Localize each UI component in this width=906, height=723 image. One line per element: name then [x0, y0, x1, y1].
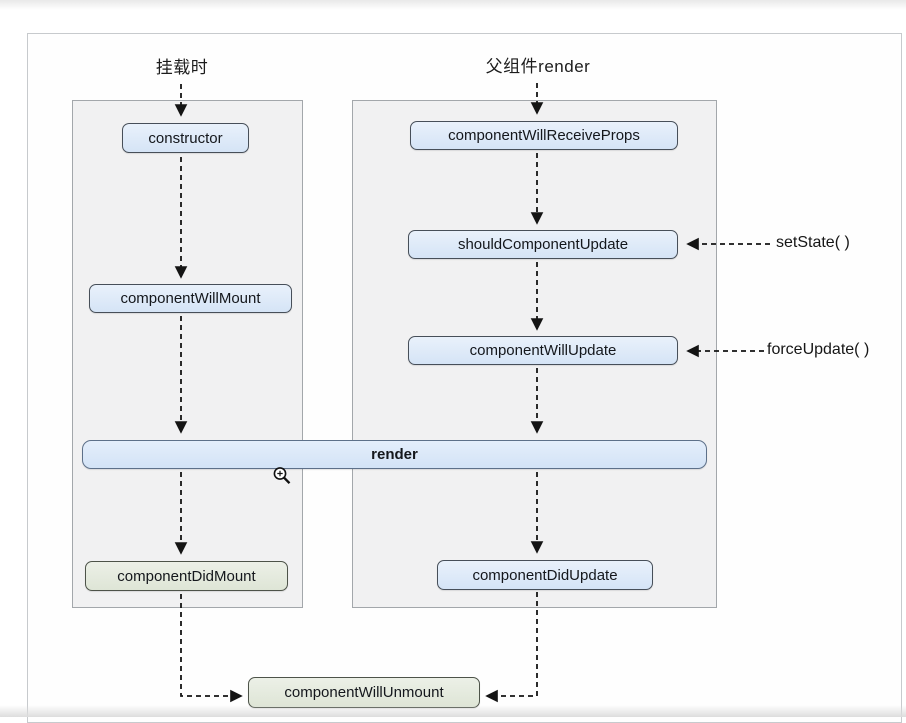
node-should-component-update: shouldComponentUpdate [408, 230, 678, 259]
node-component-did-mount: componentDidMount [85, 561, 288, 591]
node-component-will-receive-props: componentWillReceiveProps [410, 121, 678, 150]
forceupdate-annotation: forceUpdate( ) [767, 341, 870, 358]
node-component-will-mount: componentWillMount [89, 284, 292, 313]
node-component-did-update: componentDidUpdate [437, 560, 653, 590]
parent-render-lane-label: 父组件render [485, 57, 591, 76]
mount-lane-label: 挂载时 [155, 58, 209, 77]
bottom-edge-fade [0, 705, 906, 717]
zoom-in-cursor-icon [273, 467, 291, 485]
node-component-will-unmount: componentWillUnmount [248, 677, 480, 708]
node-component-will-update: componentWillUpdate [408, 336, 678, 365]
node-constructor: constructor [122, 123, 249, 153]
top-edge-fade [0, 0, 906, 10]
setstate-annotation: setState( ) [776, 234, 850, 251]
mount-lane-panel [72, 100, 303, 608]
node-render: render [82, 440, 707, 469]
